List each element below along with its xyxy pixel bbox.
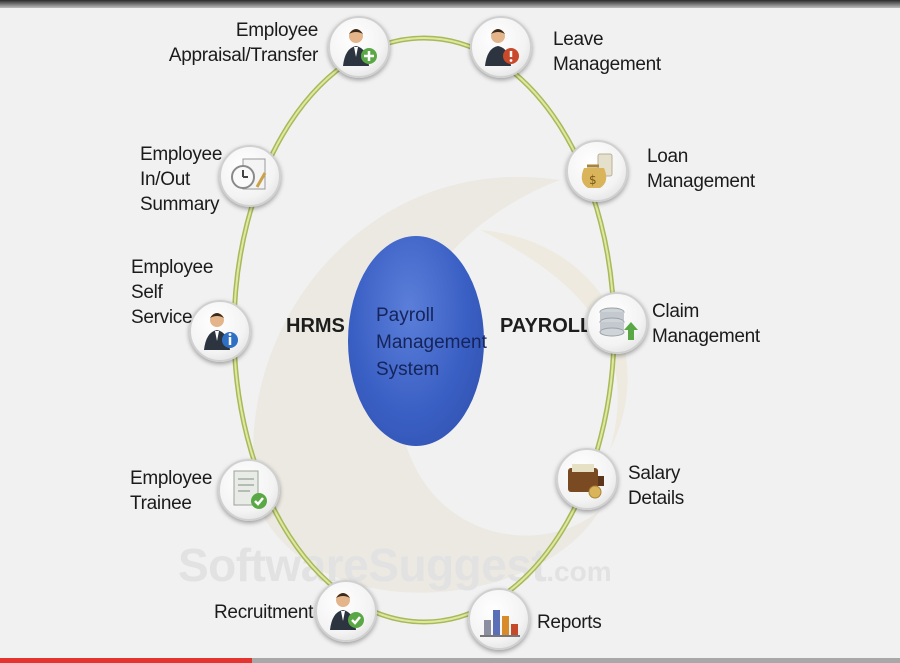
salary-details-node[interactable] [556, 448, 618, 510]
loan-management-node[interactable]: $ [566, 140, 628, 202]
person-check-icon [330, 593, 364, 630]
reports-label: Reports [537, 612, 602, 633]
central-hub-title: Payroll Management System [376, 302, 487, 383]
stacked-coins-arrow-icon [599, 307, 638, 340]
watermark-suffix: .com [546, 556, 612, 587]
self-service-label: Employee Self Service [131, 257, 214, 328]
recruitment-label: Recruitment [214, 602, 314, 623]
person-add-icon [343, 29, 377, 66]
payroll-label: PAYROLL [500, 315, 593, 337]
video-top-bar [0, 0, 900, 8]
document-check-icon [233, 470, 267, 509]
wallet-icon [568, 464, 604, 499]
salary-details-label: Salary Details [628, 463, 684, 509]
leave-management-label: Leave Management [553, 29, 661, 75]
watermark-main: SoftwareSuggest [178, 539, 547, 591]
self-service-node[interactable] [189, 300, 251, 362]
swirl-background-graphic [253, 176, 628, 593]
recruitment-node[interactable] [315, 580, 377, 642]
in-out-summary-node[interactable] [219, 145, 281, 207]
hrms-label: HRMS [286, 315, 345, 337]
video-progress-fill [0, 658, 252, 663]
claim-management-label: Claim Management [652, 301, 760, 347]
claim-management-node[interactable] [586, 292, 648, 354]
watermark: SoftwareSuggest.com [178, 538, 612, 592]
appraisal-transfer-label: Employee Appraisal/Transfer [168, 20, 318, 66]
trainee-label: Employee Trainee [130, 468, 213, 514]
leave-management-node[interactable] [470, 16, 532, 78]
video-progress-bar[interactable] [0, 658, 900, 663]
money-bags-icon: $ [581, 153, 613, 188]
person-alert-icon [485, 29, 519, 66]
central-hub-circle [348, 236, 484, 446]
trainee-node[interactable] [218, 459, 280, 521]
clock-document-icon [231, 158, 267, 190]
svg-text:$: $ [589, 173, 597, 187]
in-out-summary-label: Employee In/Out Summary [140, 144, 223, 215]
person-info-icon [204, 313, 238, 350]
hub-line-3: System [376, 359, 440, 380]
loan-management-label: Loan Management [647, 146, 755, 192]
hub-line-1: Payroll [376, 305, 435, 326]
hub-line-2: Management [376, 332, 487, 353]
appraisal-transfer-node[interactable] [328, 16, 390, 78]
reports-node[interactable] [468, 588, 530, 650]
bar-chart-icon [480, 610, 520, 637]
